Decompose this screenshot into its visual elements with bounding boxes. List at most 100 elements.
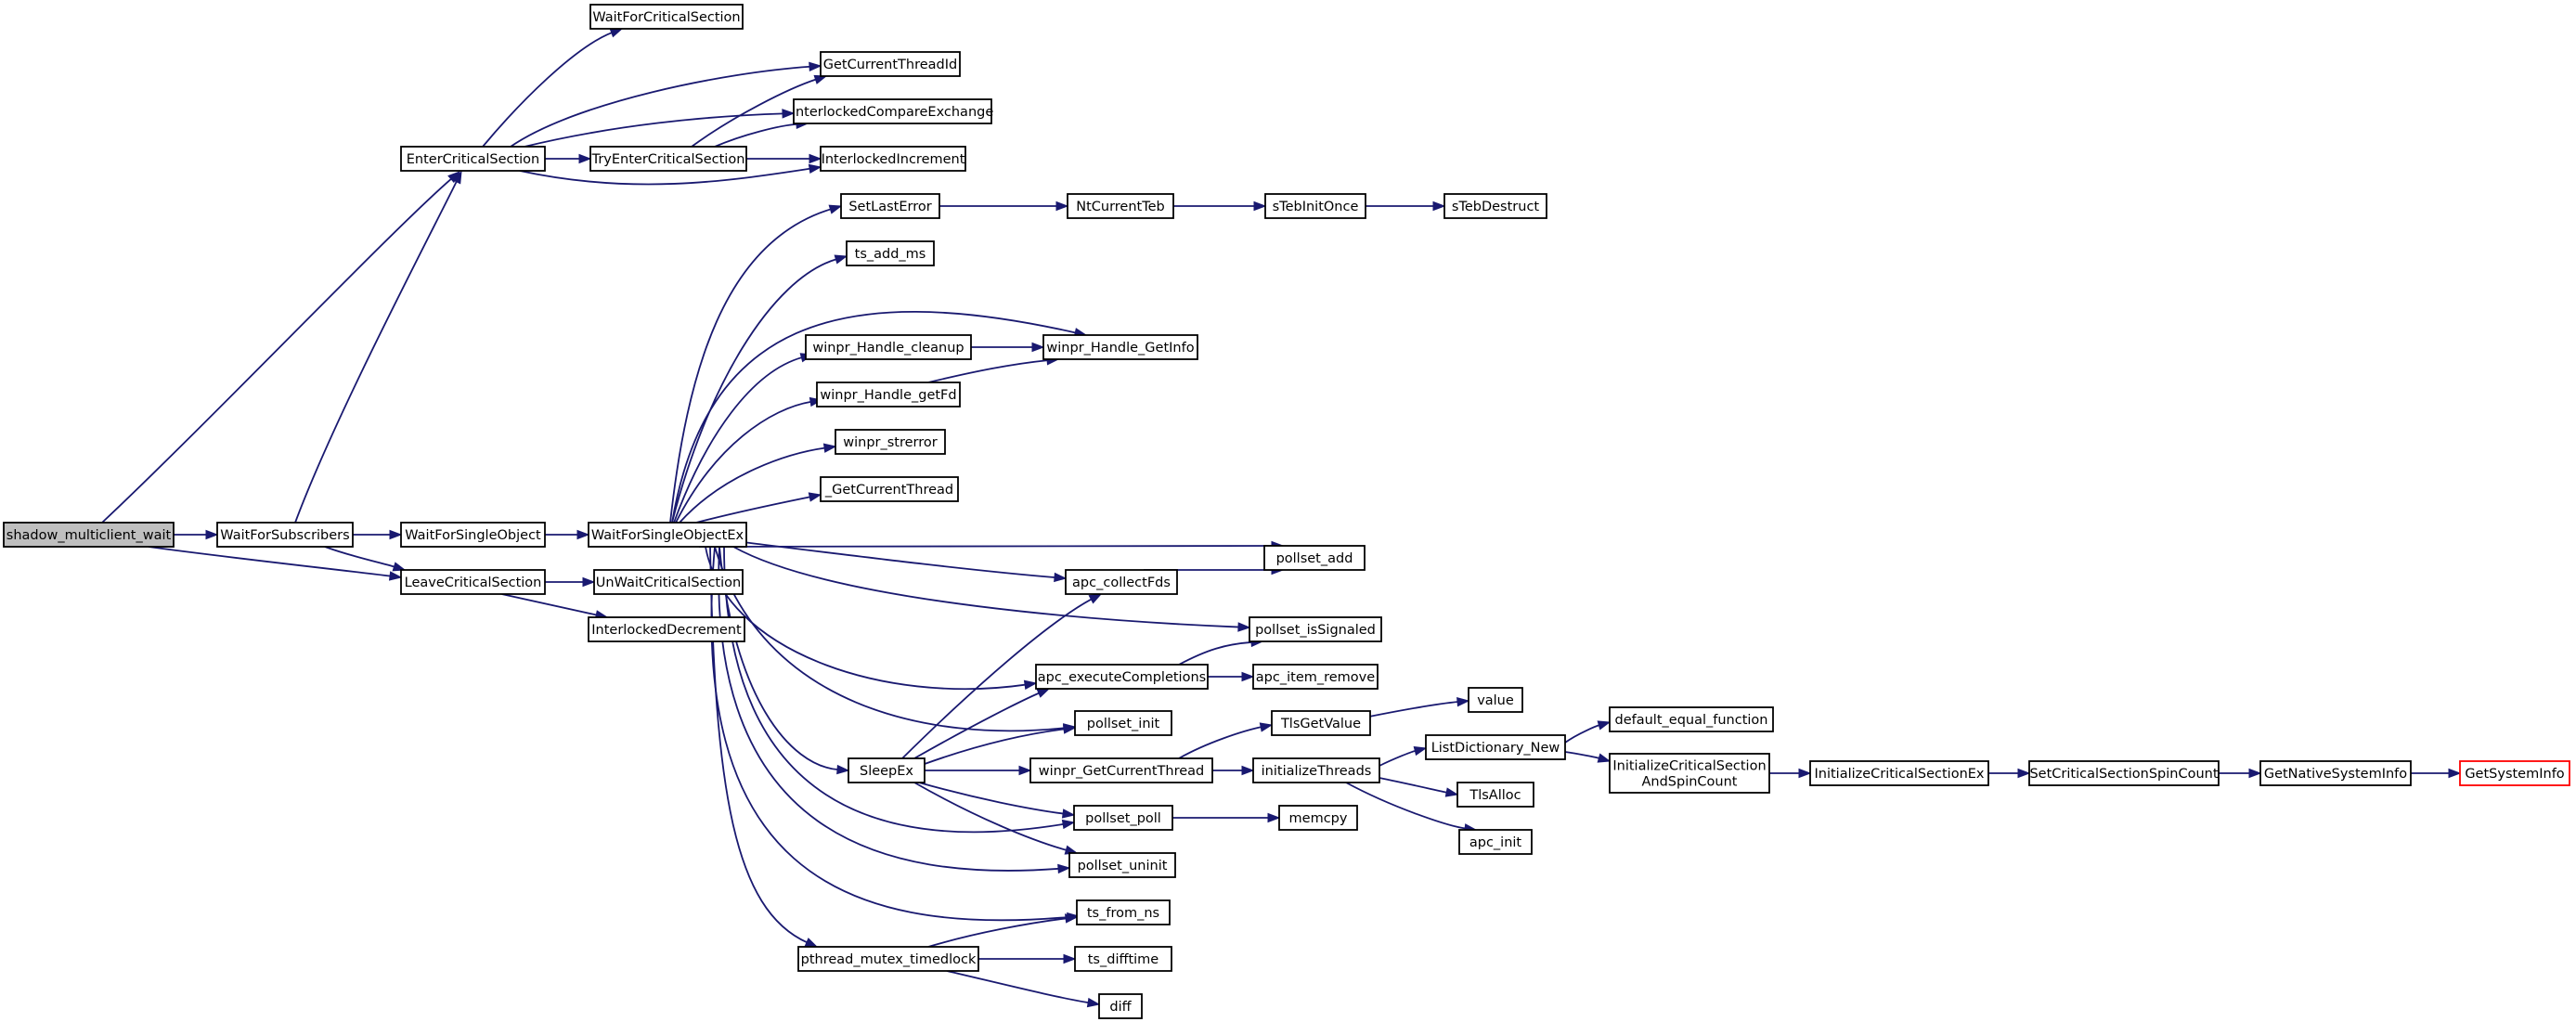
node-winpr_Handle_getFd[interactable]: winpr_Handle_getFd xyxy=(816,382,961,408)
edge-line xyxy=(705,546,1027,691)
node-GetNativeSystemInfo[interactable]: GetNativeSystemInfo xyxy=(2259,760,2412,786)
arrow-head xyxy=(1054,572,1068,583)
arrow-head xyxy=(1267,812,1281,823)
node-pollset_uninit[interactable]: pollset_uninit xyxy=(1068,852,1176,878)
edge-WaitForSingleObjectEx-to-pollset_poll xyxy=(723,546,1076,834)
node-GetCurrentThreadId[interactable]: GetCurrentThreadId xyxy=(820,51,961,77)
edge-line xyxy=(148,546,392,577)
edge-line xyxy=(1364,701,1459,718)
node-initializeThreads[interactable]: initializeThreads xyxy=(1252,757,1380,783)
node-apc_item_remove[interactable]: apc_item_remove xyxy=(1252,664,1379,690)
edge-WaitForSubscribers-to-EnterCriticalSection xyxy=(294,170,462,524)
edge-SetLastError-to-NtCurrentTeb xyxy=(939,201,1069,212)
node-default_equal_function[interactable]: default_equal_function xyxy=(1609,706,1774,732)
node-InterlockedIncrement[interactable]: InterlockedIncrement xyxy=(820,146,966,172)
node-winpr_GetCurrentThread[interactable]: winpr_GetCurrentThread xyxy=(1029,757,1213,783)
arrow-head xyxy=(809,153,822,164)
node-box xyxy=(1252,757,1380,783)
node-SetLastError[interactable]: SetLastError xyxy=(840,193,940,219)
node-TryEnterCriticalSection[interactable]: TryEnterCriticalSection xyxy=(589,146,747,172)
node-LeaveCriticalSection[interactable]: LeaveCriticalSection xyxy=(400,569,546,595)
node-diff[interactable]: diff xyxy=(1098,993,1143,1019)
edge-line xyxy=(671,311,1077,524)
node-NtCurrentTeb[interactable]: NtCurrentTeb xyxy=(1067,193,1174,219)
edge-LeaveCriticalSection-to-InterlockedDecrement xyxy=(501,593,609,620)
node-box xyxy=(400,522,546,548)
node-_GetCurrentThread[interactable]: _GetCurrentThread xyxy=(820,476,959,502)
node-GetSystemInfo[interactable]: GetSystemInfo xyxy=(2459,760,2570,786)
node-EnterCriticalSection[interactable]: EnterCriticalSection xyxy=(400,146,546,172)
node-TlsAlloc[interactable]: TlsAlloc xyxy=(1456,782,1534,808)
node-apc_executeCompletions[interactable]: apc_executeCompletions xyxy=(1035,664,1209,690)
node-SetCriticalSectionSpinCount[interactable]: SetCriticalSectionSpinCount xyxy=(2028,760,2220,786)
node-InterlockedCompareExchange[interactable]: InterlockedCompareExchange xyxy=(792,98,994,124)
edge-WaitForSingleObjectEx-to-winpr_strerror xyxy=(679,443,837,524)
arrow-head xyxy=(388,571,403,581)
edge-line xyxy=(946,970,1090,1004)
node-label: pollset_isSignaled xyxy=(1255,623,1376,638)
node-box xyxy=(400,146,546,172)
node-WaitForCriticalSection[interactable]: WaitForCriticalSection xyxy=(589,4,744,30)
node-pollset_init[interactable]: pollset_init xyxy=(1074,710,1172,736)
node-SleepEx[interactable]: SleepEx xyxy=(848,757,926,783)
node-value[interactable]: value xyxy=(1468,687,1523,713)
node-WaitForSingleObjectEx[interactable]: WaitForSingleObjectEx xyxy=(588,522,747,548)
node-label: ts_difftime xyxy=(1088,952,1159,967)
node-label: InitializeCriticalSection xyxy=(1612,759,1766,774)
arrow-head xyxy=(1259,722,1274,732)
edge-WaitForSingleObjectEx-to-apc_collectFds xyxy=(742,541,1068,583)
edge-winpr_GetCurrentThread-to-TlsGetValue xyxy=(1178,722,1274,759)
node-label: pollset_init xyxy=(1087,717,1160,731)
arrow-head xyxy=(1062,724,1077,734)
node-winpr_Handle_GetInfo[interactable]: winpr_Handle_GetInfo xyxy=(1042,334,1198,360)
node-ListDictionary_New[interactable]: ListDictionary_New xyxy=(1425,734,1566,760)
edge-initializeThreads-to-ListDictionary_New xyxy=(1379,745,1428,767)
node-pollset_add[interactable]: pollset_add xyxy=(1263,545,1366,571)
node-ts_add_ms[interactable]: ts_add_ms xyxy=(846,240,935,266)
edge-SleepEx-to-pollset_poll xyxy=(918,782,1076,819)
arrow-head xyxy=(578,153,592,164)
node-WaitForSubscribers[interactable]: WaitForSubscribers xyxy=(216,522,354,548)
node-winpr_strerror[interactable]: winpr_strerror xyxy=(835,429,946,455)
node-pollset_isSignaled[interactable]: pollset_isSignaled xyxy=(1249,616,1382,642)
node-box xyxy=(589,4,744,30)
node-InterlockedDecrement[interactable]: InterlockedDecrement xyxy=(588,616,745,642)
edge-SleepEx-to-pollset_init xyxy=(924,724,1077,765)
node-TlsGetValue[interactable]: TlsGetValue xyxy=(1271,710,1371,736)
edge-winpr_Handle_cleanup-to-winpr_Handle_GetInfo xyxy=(971,342,1045,353)
node-WaitForSingleObject[interactable]: WaitForSingleObject xyxy=(400,522,546,548)
edge-InitializeCriticalSectionAndSpinCount-to-InitializeCriticalSectionEx xyxy=(1769,768,1812,779)
arrow-head xyxy=(804,938,819,948)
node-label: ListDictionary_New xyxy=(1431,741,1560,756)
node-UnWaitCriticalSection[interactable]: UnWaitCriticalSection xyxy=(593,569,744,595)
node-label: SleepEx xyxy=(860,764,913,779)
node-label: apc_item_remove xyxy=(1256,670,1375,685)
node-box xyxy=(2259,760,2412,786)
edge-line xyxy=(718,546,1060,872)
node-pthread_mutex_timedlock[interactable]: pthread_mutex_timedlock xyxy=(797,946,979,972)
arrow-head xyxy=(1063,953,1077,964)
arrow-head xyxy=(1061,809,1076,819)
node-apc_collectFds[interactable]: apc_collectFds xyxy=(1065,569,1178,595)
arrow-head xyxy=(389,529,403,540)
edge-pthread_mutex_timedlock-to-ts_from_ns xyxy=(927,913,1079,948)
arrow-head xyxy=(1055,201,1069,212)
node-label: sTebDestruct xyxy=(1452,200,1540,214)
node-box xyxy=(1609,753,1770,794)
node-shadow_multiclient_wait[interactable]: shadow_multiclient_wait xyxy=(3,522,175,548)
node-sTebInitOnce[interactable]: sTebInitOnce xyxy=(1264,193,1366,219)
node-box xyxy=(593,569,744,595)
node-InitializeCriticalSectionEx[interactable]: InitializeCriticalSectionEx xyxy=(1809,760,1989,786)
node-ts_difftime[interactable]: ts_difftime xyxy=(1074,946,1172,972)
node-pollset_poll[interactable]: pollset_poll xyxy=(1073,805,1173,831)
node-winpr_Handle_cleanup[interactable]: winpr_Handle_cleanup xyxy=(805,334,972,360)
node-apc_init[interactable]: apc_init xyxy=(1458,829,1533,855)
node-sTebDestruct[interactable]: sTebDestruct xyxy=(1443,193,1547,219)
node-label: SetCriticalSectionSpinCount xyxy=(2029,767,2218,782)
arrow-head xyxy=(576,529,590,540)
node-label: memcpy xyxy=(1289,811,1348,826)
node-ts_from_ns[interactable]: ts_from_ns xyxy=(1076,899,1171,925)
node-memcpy[interactable]: memcpy xyxy=(1278,805,1358,831)
arrow-head xyxy=(1456,696,1470,707)
